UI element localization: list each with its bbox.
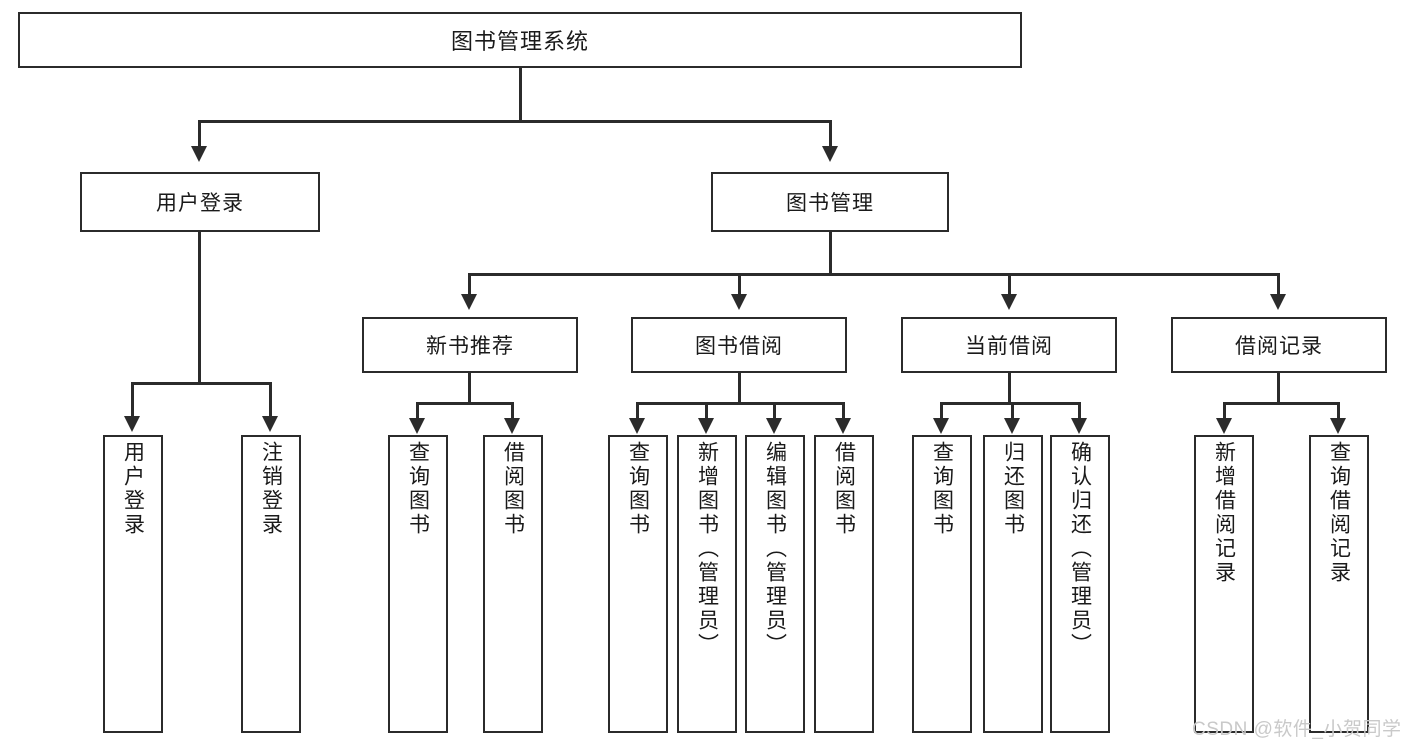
edge-book-borrow-to-leaf-4 bbox=[842, 402, 845, 420]
leaf-book-borrow-edit-book-admin[interactable]: 编辑图书（管理员） bbox=[745, 435, 805, 733]
leaf-new-book-query-book[interactable]: 查询图书 bbox=[388, 435, 448, 733]
node-label: 新增图书（管理员） bbox=[695, 441, 719, 657]
node-label: 查询借阅记录 bbox=[1327, 441, 1351, 585]
edge-user-login-bus bbox=[131, 382, 269, 385]
leaf-current-borrow-confirm-return-admin[interactable]: 确认归还（管理员） bbox=[1050, 435, 1110, 733]
node-label: 注销登录 bbox=[259, 441, 283, 537]
leaf-book-borrow-borrow-book[interactable]: 借阅图书 bbox=[814, 435, 874, 733]
arrow-down-icon bbox=[766, 418, 782, 434]
node-label: 当前借阅 bbox=[965, 335, 1053, 358]
edge-current-borrow-bus bbox=[940, 402, 1080, 405]
edge-root-to-book-management bbox=[829, 120, 832, 148]
node-new-book-recommend[interactable]: 新书推荐 bbox=[362, 317, 578, 373]
arrow-down-icon bbox=[124, 416, 140, 432]
edge-book-management-stem bbox=[829, 232, 832, 273]
node-label: 借阅图书 bbox=[501, 441, 525, 537]
edge-book-borrow-to-leaf-1 bbox=[636, 402, 639, 420]
edge-borrow-record-stem bbox=[1277, 373, 1280, 402]
edge-new-book-stem bbox=[468, 373, 471, 402]
node-label: 查询图书 bbox=[626, 441, 650, 537]
edge-book-management-bus bbox=[468, 273, 1280, 276]
edge-borrow-record-to-leaf-1 bbox=[1223, 402, 1226, 420]
edge-bm-to-new-book bbox=[468, 273, 471, 296]
node-label: 图书管理 bbox=[786, 192, 874, 215]
node-book-management[interactable]: 图书管理 bbox=[711, 172, 949, 232]
node-label: 新增借阅记录 bbox=[1212, 441, 1236, 585]
node-current-borrow[interactable]: 当前借阅 bbox=[901, 317, 1117, 373]
node-label: 用户登录 bbox=[156, 192, 244, 215]
arrow-down-icon bbox=[504, 418, 520, 434]
arrow-down-icon bbox=[1004, 418, 1020, 434]
edge-bm-to-current-borrow bbox=[1008, 273, 1011, 296]
node-label: 确认归还（管理员） bbox=[1068, 441, 1092, 657]
arrow-down-icon bbox=[698, 418, 714, 434]
arrow-down-icon bbox=[1330, 418, 1346, 434]
edge-new-book-to-leaf-2 bbox=[511, 402, 514, 420]
node-user-login[interactable]: 用户登录 bbox=[80, 172, 320, 232]
node-root-book-management-system[interactable]: 图书管理系统 bbox=[18, 12, 1022, 68]
node-label: 编辑图书（管理员） bbox=[763, 441, 787, 657]
edge-user-login-to-leaf-1 bbox=[131, 382, 134, 418]
leaf-book-borrow-query-book[interactable]: 查询图书 bbox=[608, 435, 668, 733]
arrow-down-icon bbox=[409, 418, 425, 434]
node-label: 图书管理系统 bbox=[450, 29, 589, 54]
arrow-down-icon bbox=[629, 418, 645, 434]
edge-book-borrow-bus bbox=[636, 402, 845, 405]
arrow-down-icon bbox=[933, 418, 949, 434]
arrow-down-icon bbox=[822, 146, 838, 162]
node-book-borrow[interactable]: 图书借阅 bbox=[631, 317, 847, 373]
leaf-borrow-record-add-record[interactable]: 新增借阅记录 bbox=[1194, 435, 1254, 733]
edge-user-login-to-leaf-2 bbox=[269, 382, 272, 418]
node-label: 查询图书 bbox=[930, 441, 954, 537]
edge-root-stem bbox=[519, 68, 522, 120]
leaf-new-book-borrow-book[interactable]: 借阅图书 bbox=[483, 435, 543, 733]
edge-book-borrow-to-leaf-2 bbox=[705, 402, 708, 420]
edge-borrow-record-bus bbox=[1223, 402, 1340, 405]
arrow-down-icon bbox=[1270, 294, 1286, 310]
arrow-down-icon bbox=[461, 294, 477, 310]
edge-current-borrow-to-leaf-1 bbox=[940, 402, 943, 420]
edge-new-book-bus bbox=[416, 402, 514, 405]
node-label: 图书借阅 bbox=[695, 335, 783, 358]
edge-new-book-to-leaf-1 bbox=[416, 402, 419, 420]
node-label: 借阅图书 bbox=[832, 441, 856, 537]
edge-borrow-record-to-leaf-2 bbox=[1337, 402, 1340, 420]
edge-current-borrow-to-leaf-2 bbox=[1011, 402, 1014, 420]
leaf-user-login-logout[interactable]: 注销登录 bbox=[241, 435, 301, 733]
arrow-down-icon bbox=[262, 416, 278, 432]
arrow-down-icon bbox=[1216, 418, 1232, 434]
arrow-down-icon bbox=[835, 418, 851, 434]
node-label: 用户登录 bbox=[121, 441, 145, 537]
arrow-down-icon bbox=[1001, 294, 1017, 310]
edge-current-borrow-to-leaf-3 bbox=[1078, 402, 1081, 420]
node-label: 归还图书 bbox=[1001, 441, 1025, 537]
leaf-current-borrow-return-book[interactable]: 归还图书 bbox=[983, 435, 1043, 733]
edge-book-borrow-to-leaf-3 bbox=[773, 402, 776, 420]
arrow-down-icon bbox=[731, 294, 747, 310]
edge-current-borrow-stem bbox=[1008, 373, 1011, 402]
leaf-current-borrow-query-book[interactable]: 查询图书 bbox=[912, 435, 972, 733]
arrow-down-icon bbox=[1071, 418, 1087, 434]
arrow-down-icon bbox=[191, 146, 207, 162]
node-borrow-record[interactable]: 借阅记录 bbox=[1171, 317, 1387, 373]
edge-root-bus bbox=[198, 120, 832, 123]
edge-bm-to-book-borrow bbox=[738, 273, 741, 296]
leaf-user-login-login[interactable]: 用户登录 bbox=[103, 435, 163, 733]
leaf-book-borrow-add-book-admin[interactable]: 新增图书（管理员） bbox=[677, 435, 737, 733]
leaf-borrow-record-query-record[interactable]: 查询借阅记录 bbox=[1309, 435, 1369, 733]
edge-bm-to-borrow-record bbox=[1277, 273, 1280, 296]
node-label: 查询图书 bbox=[406, 441, 430, 537]
node-label: 借阅记录 bbox=[1235, 335, 1323, 358]
edge-user-login-stem bbox=[198, 232, 201, 382]
edge-root-to-user-login bbox=[198, 120, 201, 148]
edge-book-borrow-stem bbox=[738, 373, 741, 402]
node-label: 新书推荐 bbox=[426, 335, 514, 358]
